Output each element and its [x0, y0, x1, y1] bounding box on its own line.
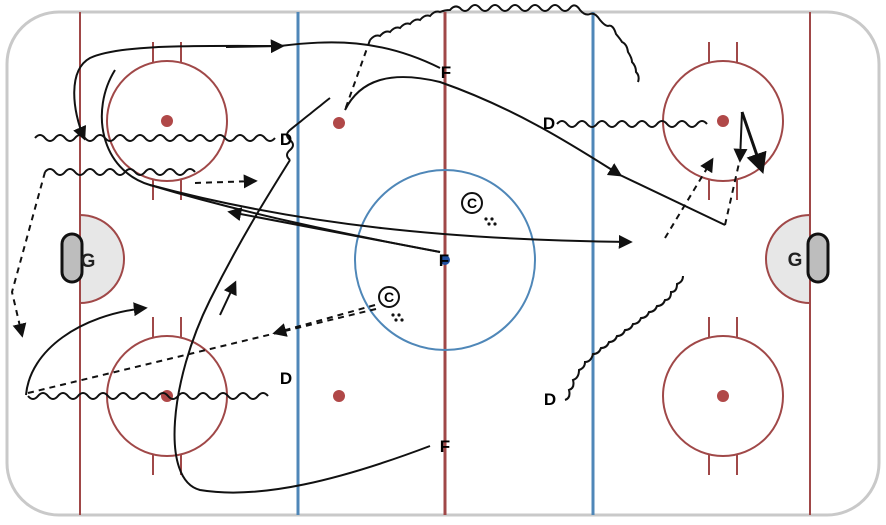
puck-carry-d-top-right: [556, 120, 708, 128]
puck-carry-left-wave: [44, 168, 196, 176]
puck-carry-center-up: [286, 97, 331, 161]
pass-path-top: [344, 39, 371, 111]
puck-carry-d-top-left: [34, 134, 276, 142]
center-circle: [354, 169, 536, 351]
player-defense-top-right: D: [543, 114, 555, 133]
pass-path-bottom-d: [27, 307, 381, 394]
faceoff-circle-top-left: [106, 42, 228, 200]
skate-path-top-diagonal: [344, 76, 623, 177]
goalie-right-label: G: [788, 250, 803, 271]
skate-path-right-short: [733, 111, 748, 163]
svg-text:C: C: [384, 289, 394, 305]
player-forward-top: F: [441, 63, 451, 82]
player-forward-bottom: F: [440, 437, 450, 456]
player-defense-top-left: D: [280, 130, 292, 149]
skate-path-loop-top: [73, 44, 281, 141]
coach-top: C: [461, 192, 497, 226]
puck-carry-top-across: [369, 4, 640, 83]
faceoff-dot: [717, 115, 729, 127]
goalie-left-label: G: [81, 251, 96, 272]
pass-path-right-up: [664, 157, 714, 239]
pass-path-left-boards: [10, 171, 46, 338]
skate-path-bottom-arrow: [219, 280, 237, 316]
svg-text:C: C: [467, 195, 477, 211]
faceoff-dot: [161, 115, 173, 127]
player-forward-center: F: [439, 251, 449, 270]
player-defense-bottom-left: D: [280, 369, 292, 388]
goal-net-left: [60, 232, 84, 284]
skate-path-bottom-loop: [173, 159, 431, 494]
skate-path-long-right: [149, 184, 633, 249]
skate-path-top-across: [279, 41, 441, 69]
goal-crease-left: [79, 213, 125, 305]
shot-arrow-right: [740, 111, 767, 174]
skate-path-bottom-curl: [25, 302, 148, 396]
goal-net-right: [806, 232, 830, 284]
skate-path-arrow-top: [225, 39, 285, 54]
faceoff-dot: [717, 390, 729, 402]
center-dot: [440, 255, 450, 265]
pass-path-right-down: [724, 149, 743, 226]
neutral-dot-top-left: [333, 117, 345, 129]
player-defense-bottom-right: D: [544, 390, 556, 409]
goal-crease-right: [765, 213, 811, 305]
coach-bottom: C: [378, 286, 404, 322]
puck-carry-d-bottom-left: [27, 392, 269, 400]
puck-carry-d-bottom-right: [564, 275, 684, 401]
skate-path-to-center: [227, 207, 441, 253]
drill-paths: [10, 4, 767, 494]
neutral-dot-bottom-left: [333, 390, 345, 402]
faceoff-circle-bottom-right: [662, 317, 784, 475]
skate-path-top-right: [619, 174, 726, 226]
